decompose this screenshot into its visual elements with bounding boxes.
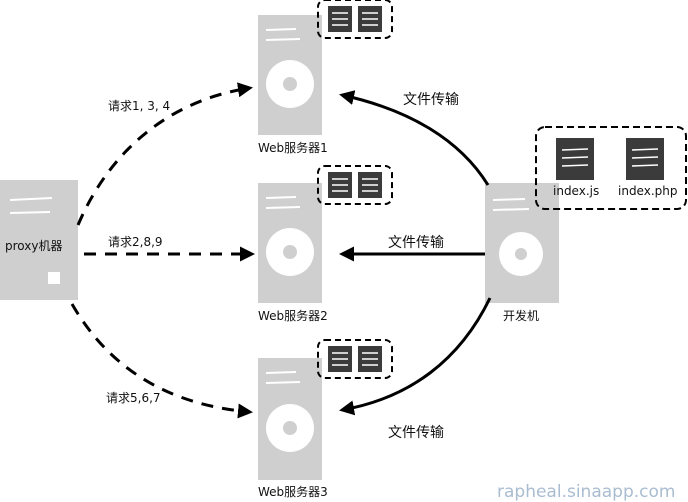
transfer-arrow-3	[339, 297, 492, 416]
index-php-file-icon	[626, 138, 664, 180]
index-php-label: index.php	[618, 184, 677, 198]
web-server-1	[258, 15, 322, 135]
web1-label: Web服务器1	[258, 140, 328, 155]
dev-machine	[485, 183, 559, 303]
request-arrow-1	[76, 82, 253, 226]
index-js-label: index.js	[553, 184, 599, 198]
transfer-label-1: 文件传输	[403, 92, 459, 108]
web2-file-badge	[317, 165, 393, 205]
request-label-1: 请求1, 3, 4	[108, 99, 170, 113]
web3-file-badge	[317, 339, 393, 379]
proxy-label: proxy机器	[5, 239, 62, 253]
index-js-file-icon	[556, 138, 594, 180]
request-arrow-3	[70, 303, 253, 419]
transfer-arrow-1	[339, 90, 490, 186]
watermark: rapheal.sinaapp.com	[497, 482, 675, 502]
dev-label: 开发机	[503, 308, 539, 323]
transfer-label-3: 文件传输	[388, 425, 444, 441]
request-label-2: 请求2,8,9	[108, 235, 163, 249]
web-server-2	[258, 183, 322, 303]
web2-label: Web服务器2	[258, 308, 328, 323]
web-server-3	[258, 358, 322, 480]
web3-label: Web服务器3	[258, 484, 328, 499]
request-label-3: 请求5,6,7	[106, 391, 161, 405]
transfer-label-2: 文件传输	[388, 235, 444, 251]
web1-file-badge	[317, 0, 393, 39]
proxy-server	[0, 180, 78, 300]
source-files-box	[535, 126, 687, 210]
